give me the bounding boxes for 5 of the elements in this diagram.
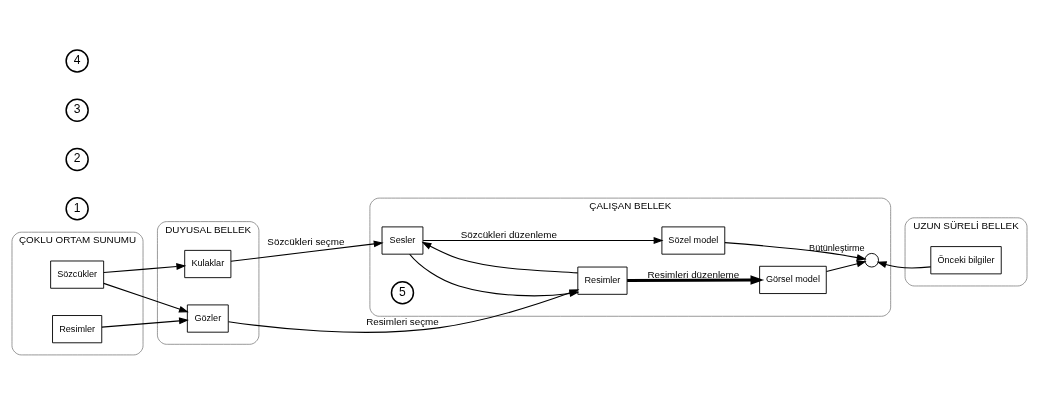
edge-label: Resimleri seçme bbox=[366, 315, 439, 327]
edge-label: Resimleri düzenleme bbox=[647, 268, 740, 280]
edge-label: Sözcükleri seçme bbox=[267, 235, 345, 247]
edge-label: Sözcükleri düzenleme bbox=[460, 228, 557, 240]
node-label: Bütünleştirme bbox=[809, 242, 865, 253]
